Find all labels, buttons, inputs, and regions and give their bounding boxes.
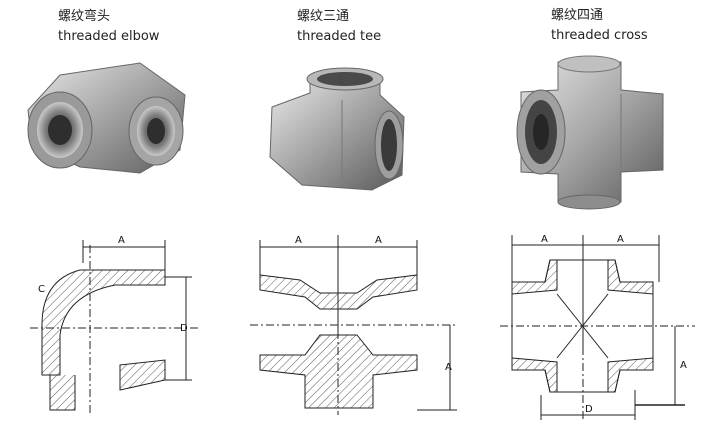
cross-caption: 螺纹四通 threaded cross (551, 6, 648, 46)
tee-caption: 螺纹三通 threaded tee (297, 7, 381, 47)
tee-dim-a-right: A (375, 235, 382, 246)
elbow-name-en: threaded elbow (58, 29, 160, 44)
cross-dim-a-left: A (541, 234, 548, 245)
elbow-dim-a: A (118, 235, 125, 246)
tee-photo (269, 67, 405, 191)
elbow-photo (27, 62, 186, 174)
cross-dim-a-vertical: A (680, 360, 687, 371)
tee-name-en: threaded tee (297, 29, 382, 44)
tee-dim-a-left: A (295, 235, 302, 246)
cross-dim-d: D (585, 404, 593, 415)
cross-drawing: A A A D (500, 234, 695, 420)
elbow-dim-d: D (180, 323, 188, 334)
elbow-caption: 螺纹弯头 threaded elbow (58, 7, 159, 47)
elbow-name-zh: 螺纹弯头 (58, 9, 111, 24)
elbow-dim-c: C (38, 284, 45, 295)
cross-photo (516, 55, 664, 210)
cross-name-en: threaded cross (551, 28, 648, 43)
cross-name-zh: 螺纹四通 (551, 8, 604, 23)
tee-drawing: A A A (250, 235, 457, 415)
tee-dim-a-vertical: A (445, 362, 452, 373)
tee-name-zh: 螺纹三通 (297, 9, 350, 24)
elbow-drawing: A C D (30, 235, 200, 415)
cross-dim-a-right: A (617, 234, 624, 245)
